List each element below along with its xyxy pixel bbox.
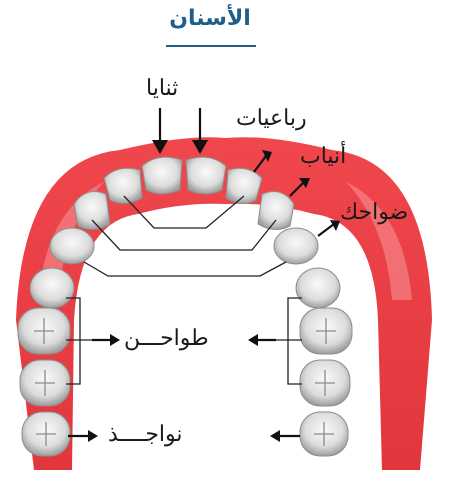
gum-arch [16, 137, 432, 470]
arrow-molars-right [270, 430, 280, 442]
label-premolars: طواحـــن [124, 326, 209, 352]
leader-premolars-front [84, 262, 286, 276]
tooth-premolar-right-2 [296, 268, 340, 308]
leader-canines [92, 220, 276, 250]
label-molars: نواجــــذ [108, 422, 183, 448]
tooth-premolar-left-2 [30, 268, 74, 308]
arrow-molars-left [88, 430, 98, 442]
tooth-premolar-left-1 [50, 228, 94, 264]
arrow-premolars-left [110, 334, 120, 346]
tooth-central-incisor-left [142, 157, 182, 194]
label-canines: أنياب [300, 144, 346, 170]
tooth-lateral-incisor-right [226, 168, 262, 203]
arrow-premolars-right [248, 334, 258, 346]
tooth-central-incisor-right [186, 157, 226, 194]
label-incisors: ثنايا [146, 76, 178, 102]
bracket-premolars-right [288, 298, 302, 384]
tooth-lateral-incisor-left [104, 168, 142, 203]
label-lateral-incisors: رباعيات [236, 106, 307, 132]
label-premolars-front: ضواحك [340, 200, 408, 226]
tooth-premolar-right-1 [274, 228, 318, 264]
tooth-canine-left [74, 192, 110, 230]
tooth-canine-right [258, 192, 294, 230]
